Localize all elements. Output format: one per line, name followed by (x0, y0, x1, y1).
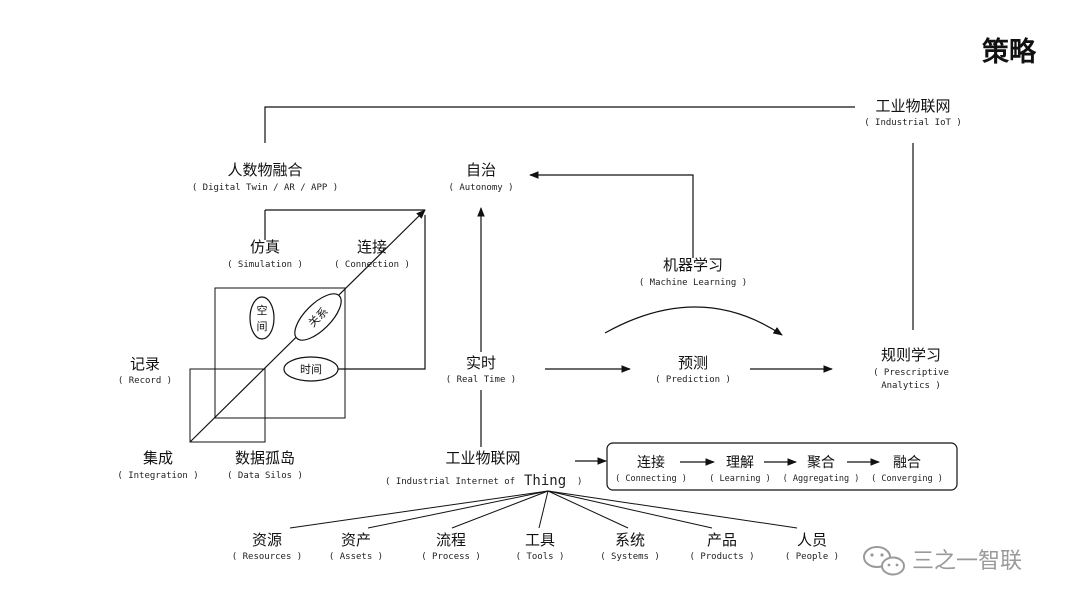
process-step-learning: 理解 (726, 455, 754, 471)
process-step-aggregating: 聚合 (807, 455, 835, 471)
iiot-thing: Thing (524, 473, 566, 489)
process-step: 聚合 ( Aggregating ) (783, 455, 860, 484)
process-step: 理解 ( Learning ) (709, 455, 770, 484)
curved-arrow (604, 306, 783, 336)
thing-process-en: ( Process ) (421, 552, 481, 562)
lower-square (189, 368, 266, 443)
wechat-icon (863, 546, 905, 576)
connection-label: 连接 (357, 238, 387, 256)
space-label-2: 间 (257, 320, 268, 333)
industrial-iot-en: ( Industrial IoT ) (864, 118, 962, 128)
simulation-label: 仿真 (250, 238, 280, 256)
autonomy-en: ( Autonomy ) (448, 183, 513, 193)
process-step-connecting: 连接 (637, 454, 665, 471)
real-time-en: ( Real Time ) (446, 375, 516, 385)
thing-item: 工具 ( Tools ) (516, 531, 565, 562)
thing-systems-en: ( Systems ) (600, 552, 660, 562)
prescriptive-en-2: Analytics ) (881, 381, 941, 391)
thing-tools: 工具 (525, 531, 555, 549)
thing-resources-en: ( Resources ) (232, 552, 302, 562)
upper-square (214, 287, 346, 419)
iiot-close: ) (577, 477, 582, 487)
autonomy-label: 自治 (466, 161, 496, 179)
thing-systems: 系统 (615, 531, 645, 549)
connection-en: ( Connection ) (334, 260, 410, 270)
record-en: ( Record ) (118, 376, 172, 386)
ml-to-autonomy-arrow (529, 171, 694, 258)
watermark-text: 三之一智联 (912, 549, 1022, 574)
iiot-en: ( Industrial Internet of (385, 477, 515, 487)
integration-en: ( Integration ) (117, 471, 198, 481)
data-silos-label: 数据孤岛 (235, 449, 295, 467)
process-step-converging-en: ( Converging ) (871, 474, 943, 484)
data-silos-en: ( Data Silos ) (227, 471, 303, 481)
thing-people-en: ( People ) (785, 552, 839, 562)
space-label-1: 空 (257, 303, 268, 317)
industrial-iot-label: 工业物联网 (875, 97, 950, 115)
thing-products: 产品 (707, 531, 737, 549)
process-step-learning-en: ( Learning ) (709, 474, 770, 484)
thing-item: 流程 ( Process ) (421, 531, 481, 562)
prediction-label: 预测 (678, 354, 708, 372)
prescriptive-label: 规则学习 (881, 346, 941, 364)
process-step-aggregating-en: ( Aggregating ) (783, 474, 860, 484)
time-line (338, 215, 426, 370)
time-label: 时间 (300, 363, 322, 376)
thing-assets-en: ( Assets ) (329, 552, 383, 562)
fan-lines (289, 490, 798, 529)
process-step-converging: 融合 (893, 455, 921, 471)
thing-item: 产品 ( Products ) (689, 531, 754, 562)
record-label: 记录 (130, 355, 160, 373)
real-time-label: 实时 (466, 354, 496, 372)
thing-assets: 资产 (341, 531, 371, 549)
prescriptive-en-1: ( Prescriptive (873, 368, 949, 378)
machine-learning-en: ( Machine Learning ) (639, 278, 747, 288)
thing-resources: 资源 (252, 531, 282, 549)
process-box (606, 442, 958, 491)
thing-item: 系统 ( Systems ) (600, 531, 660, 562)
time-ellipse (283, 356, 339, 382)
process-step: 融合 ( Converging ) (871, 455, 943, 484)
page-title: 策略 (982, 36, 1037, 68)
relation-ellipse (294, 293, 342, 341)
simulation-en: ( Simulation ) (227, 260, 303, 270)
thing-item: 资产 ( Assets ) (329, 531, 383, 562)
thing-item: 资源 ( Resources ) (232, 531, 302, 562)
prediction-en: ( Prediction ) (655, 375, 731, 385)
integration-label: 集成 (143, 449, 173, 467)
fusion-en: ( Digital Twin / AR / APP ) (192, 183, 338, 193)
process-step-connecting-en: ( Connecting ) (615, 474, 687, 484)
thing-products-en: ( Products ) (689, 552, 754, 562)
thing-people: 人员 (797, 531, 827, 549)
thing-process: 流程 (436, 531, 466, 549)
top-link-line (264, 106, 855, 143)
machine-learning-label: 机器学习 (663, 256, 723, 274)
space-ellipse (249, 296, 275, 340)
fusion-label: 人数物融合 (227, 161, 302, 179)
thing-tools-en: ( Tools ) (516, 552, 565, 562)
iiot-label: 工业物联网 (445, 449, 520, 467)
process-step: 连接 ( Connecting ) (615, 454, 687, 484)
thing-item: 人员 ( People ) (785, 531, 839, 562)
